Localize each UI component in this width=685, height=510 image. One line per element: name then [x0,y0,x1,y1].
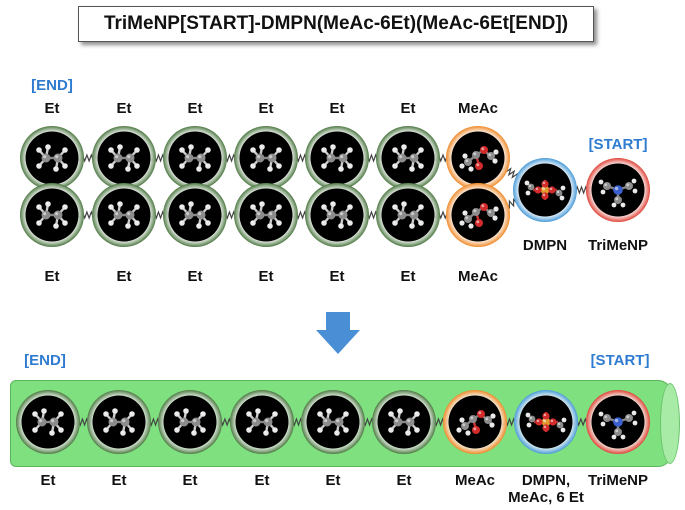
dmpn-bead [513,158,577,222]
bottom-label: Et [254,472,270,489]
trimenp-label: TriMeNP [587,237,648,254]
meac-bead [446,126,510,190]
top-start-tag: [START] [588,136,648,153]
row2-label: Et [116,268,132,285]
row2-label: MeAc [457,268,498,285]
row2-label: Et [187,268,203,285]
row1-label: Et [187,100,203,117]
et-bead [372,390,436,454]
et-bead [376,126,440,190]
trimenp-bead [586,158,650,222]
bottom-label: Et [40,472,56,489]
et-bead [92,126,156,190]
dmpn-label: DMPN [522,237,568,254]
et-bead [20,126,84,190]
et-bead [20,183,84,247]
meac-bead [446,183,510,247]
et-bead [230,390,294,454]
row1-label: Et [329,100,345,117]
et-bead [234,126,298,190]
row1-label: Et [258,100,274,117]
bottom-label: Et [111,472,127,489]
et-bead [163,126,227,190]
dmpn-bead [514,390,578,454]
et-bead [301,390,365,454]
row1-label: Et [116,100,132,117]
row2-label: Et [44,268,60,285]
row2-label: Et [258,268,274,285]
et-bead [376,183,440,247]
row1-label: MeAc [457,100,498,117]
et-bead [305,183,369,247]
tube-end-cap [660,383,680,464]
bottom-label: Et [396,472,412,489]
row2-label: Et [400,268,416,285]
row2-label: Et [329,268,345,285]
bottom-start-tag: [START] [590,352,650,369]
et-bead [234,183,298,247]
trimenp-bead [586,390,650,454]
diagram-title: TriMeNP[START]-DMPN(MeAc-6Et)(MeAc-6Et[E… [78,6,594,42]
meac-bead [443,390,507,454]
bottom-end-tag: [END] [24,352,66,369]
et-bead [305,126,369,190]
bottom-label: Et [182,472,198,489]
et-bead [163,183,227,247]
bottom-label: Et [325,472,341,489]
row1-label: Et [400,100,416,117]
et-bead [158,390,222,454]
down-arrow-icon [316,312,360,354]
et-bead [92,183,156,247]
row1-label: Et [44,100,60,117]
et-bead [87,390,151,454]
bottom-label: MeAc [454,472,495,489]
top-end-tag: [END] [31,77,73,94]
et-bead [16,390,80,454]
bottom-label: TriMeNP [587,472,648,489]
bottom-label: DMPN, MeAc, 6 Et [508,472,584,506]
